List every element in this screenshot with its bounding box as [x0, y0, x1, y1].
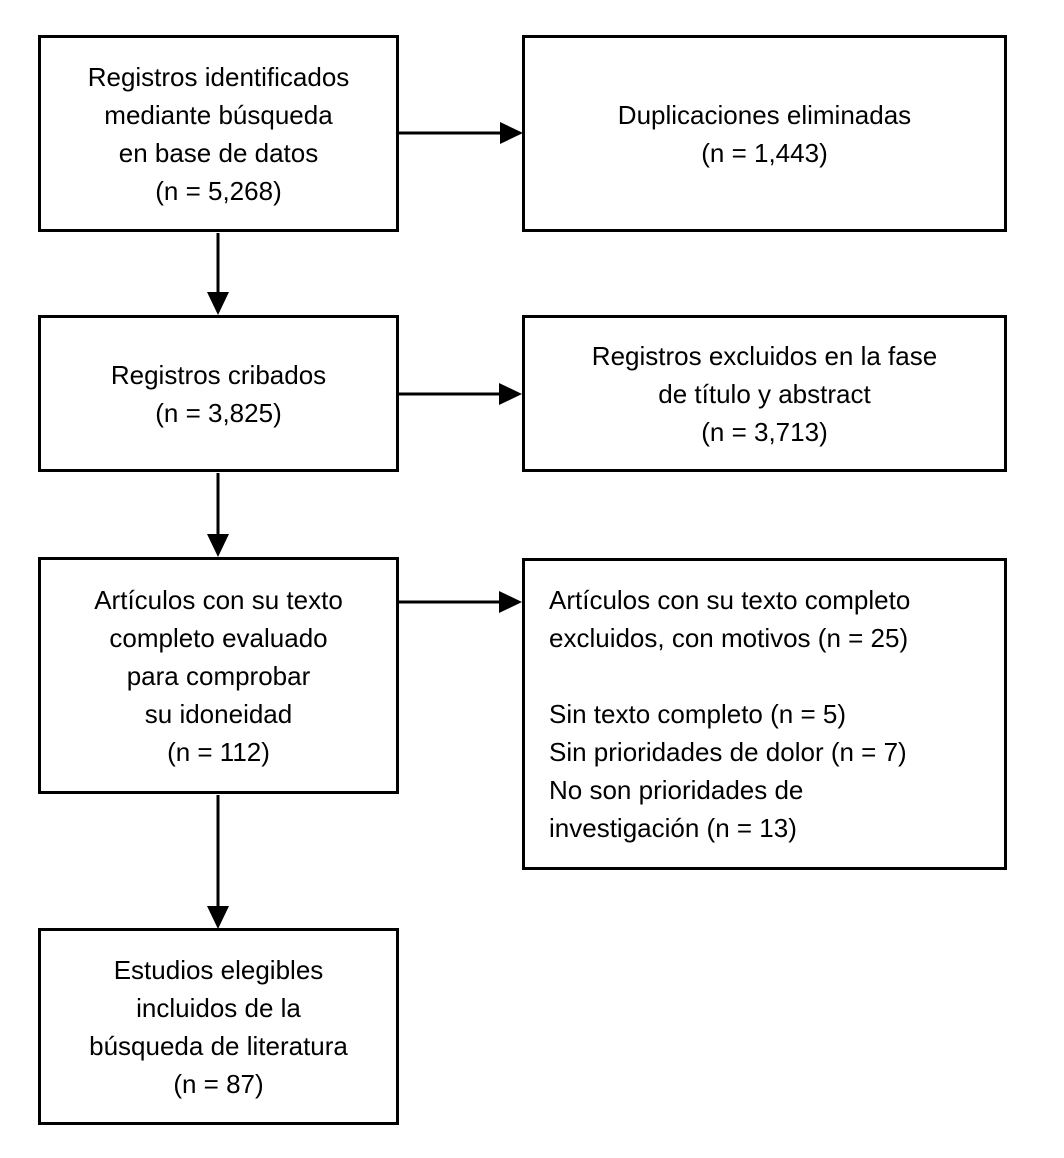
box-studies-included: Estudios elegibles incluidos de la búsqu… [38, 928, 399, 1125]
arrow-screened-to-fulltext [207, 473, 229, 557]
box-records-screened-text: Registros cribados (n = 3,825) [110, 359, 327, 428]
arrowhead-down-icon [207, 906, 229, 929]
box-fulltext-excluded-text: Artículos con su texto completo excluido… [549, 585, 911, 843]
box-duplicates-removed-text: Duplicaciones eliminadas (n = 1,443) [617, 99, 912, 168]
arrowhead-right-icon [500, 122, 523, 144]
box-records-identified: Registros identificados mediante búsqued… [38, 35, 399, 232]
arrow-fulltext-to-included [207, 795, 229, 929]
box-fulltext-assessed: Artículos con su texto completo evaluado… [38, 557, 399, 794]
box-duplicates-removed: Duplicaciones eliminadas (n = 1,443) [522, 35, 1007, 232]
arrowhead-down-icon [207, 534, 229, 557]
box-excluded-title-abstract: Registros excluidos en la fase de título… [522, 315, 1007, 472]
arrowhead-right-icon [499, 383, 522, 405]
arrow-screened-to-excluded [399, 383, 522, 405]
arrow-identified-to-duplicates [399, 122, 523, 144]
arrow-fulltext-to-excluded [399, 591, 522, 613]
box-fulltext-excluded: Artículos con su texto completo excluido… [522, 558, 1007, 870]
box-records-screened: Registros cribados (n = 3,825) [38, 315, 399, 472]
arrowhead-right-icon [499, 591, 522, 613]
box-studies-included-text: Estudios elegibles incluidos de la búsqu… [89, 954, 348, 1099]
box-records-identified-text: Registros identificados mediante búsqued… [87, 61, 350, 206]
box-fulltext-assessed-text: Artículos con su texto completo evaluado… [94, 584, 343, 767]
arrow-identified-to-screened [207, 233, 229, 315]
box-excluded-title-abstract-text: Registros excluidos en la fase de título… [591, 340, 938, 447]
arrowhead-down-icon [207, 292, 229, 315]
